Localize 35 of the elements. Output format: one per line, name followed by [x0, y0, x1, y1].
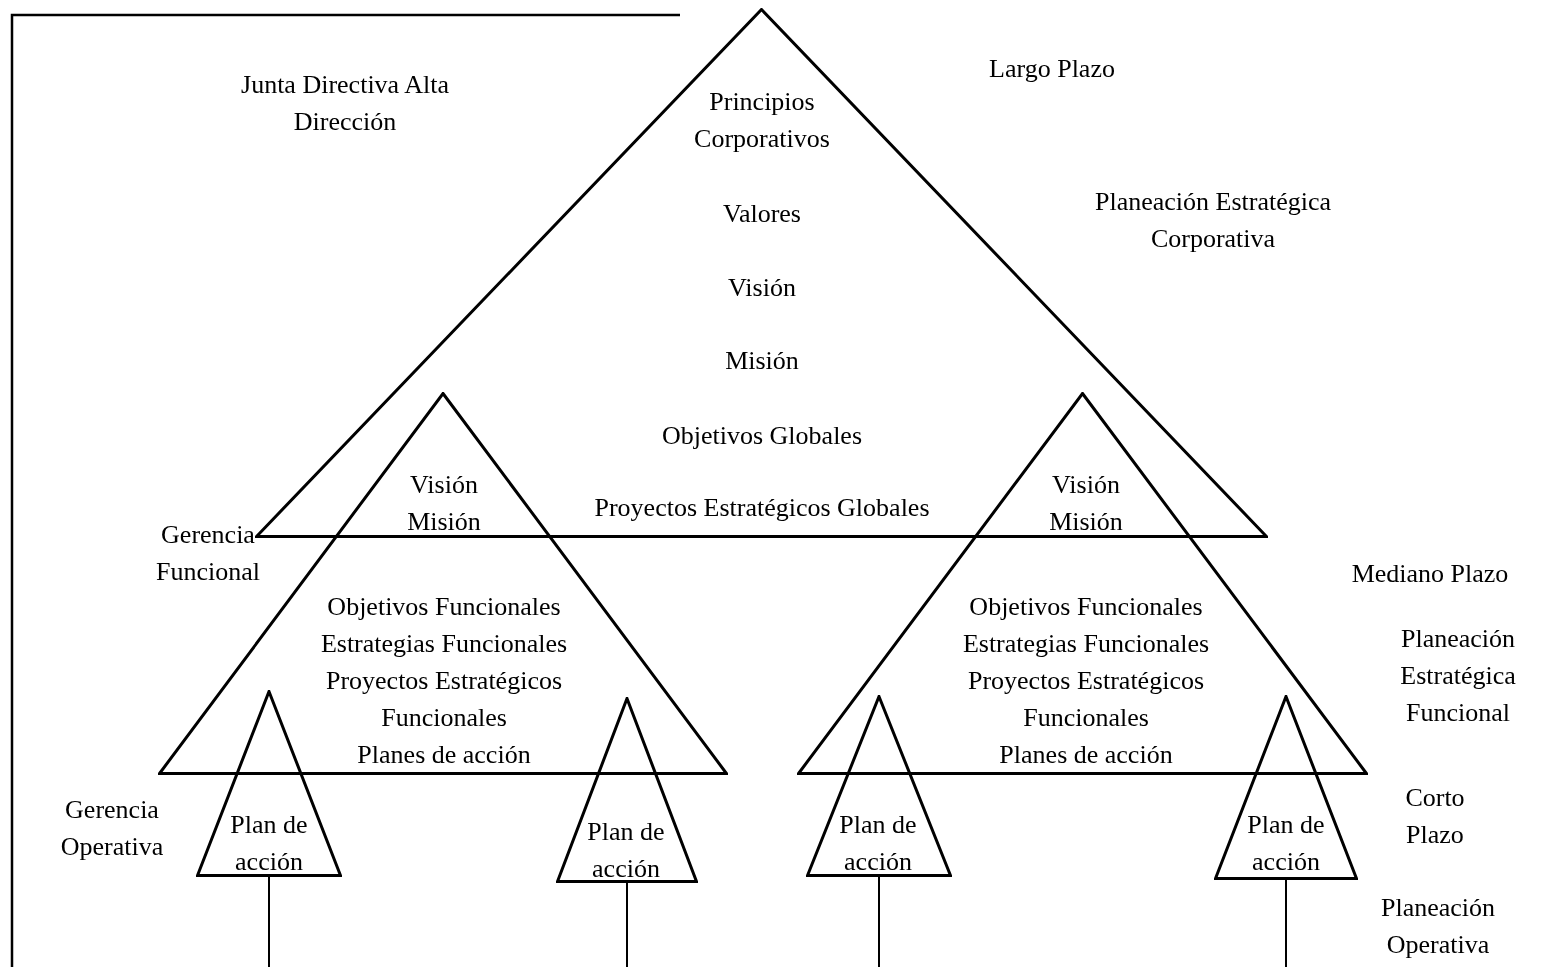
side-label: Planeación Estratégica Corporativa	[1093, 186, 1333, 255]
connector-line	[268, 876, 270, 967]
side-label: Junta Directiva Alta Dirección	[240, 69, 450, 138]
triangle-text: Plan de acción	[1246, 809, 1326, 878]
triangle-text: Visión	[728, 271, 796, 304]
triangle-text: Objetivos Globales	[662, 419, 862, 452]
triangle-text: Objetivos Funcionales	[327, 590, 561, 623]
triangle-text: Proyectos Estratégicos Funcionales	[324, 665, 564, 734]
side-label: Mediano Plazo	[1351, 557, 1509, 590]
connector-line	[626, 882, 628, 967]
side-label: Gerencia Operativa	[59, 794, 165, 863]
triangle-text: Objetivos Funcionales	[969, 590, 1203, 623]
triangle-text: Estrategias Funcionales	[320, 627, 568, 660]
triangle-text: Visión	[410, 468, 478, 501]
triangle-text: Plan de acción	[838, 809, 918, 878]
triangle-text: Plan de acción	[586, 816, 666, 885]
triangle-text: Planes de acción	[999, 738, 1173, 771]
connector-line	[878, 876, 880, 967]
triangle-text: Planes de acción	[357, 738, 531, 771]
side-label: Planeación Operativa	[1379, 892, 1497, 961]
triangle-text: Misión	[725, 344, 799, 377]
triangle-text: Visión	[1052, 468, 1120, 501]
side-label: Corto Plazo	[1404, 782, 1466, 851]
triangle-text: Misión	[1049, 505, 1123, 538]
triangle-text: Proyectos Estratégicos Funcionales	[966, 665, 1206, 734]
triangle-text: Principios Corporativos	[693, 86, 831, 155]
triangle-text: Valores	[723, 197, 801, 230]
side-label: Largo Plazo	[989, 52, 1115, 85]
triangle-text: Proyectos Estratégicos Globales	[594, 491, 930, 524]
side-label: Planeación Estratégica Funcional	[1399, 622, 1517, 729]
triangle-text: Misión	[407, 505, 481, 538]
connector-line	[1285, 879, 1287, 967]
triangle-text: Plan de acción	[229, 809, 309, 878]
triangle-text: Estrategias Funcionales	[962, 627, 1210, 660]
side-label: Gerencia Funcional	[155, 519, 261, 588]
